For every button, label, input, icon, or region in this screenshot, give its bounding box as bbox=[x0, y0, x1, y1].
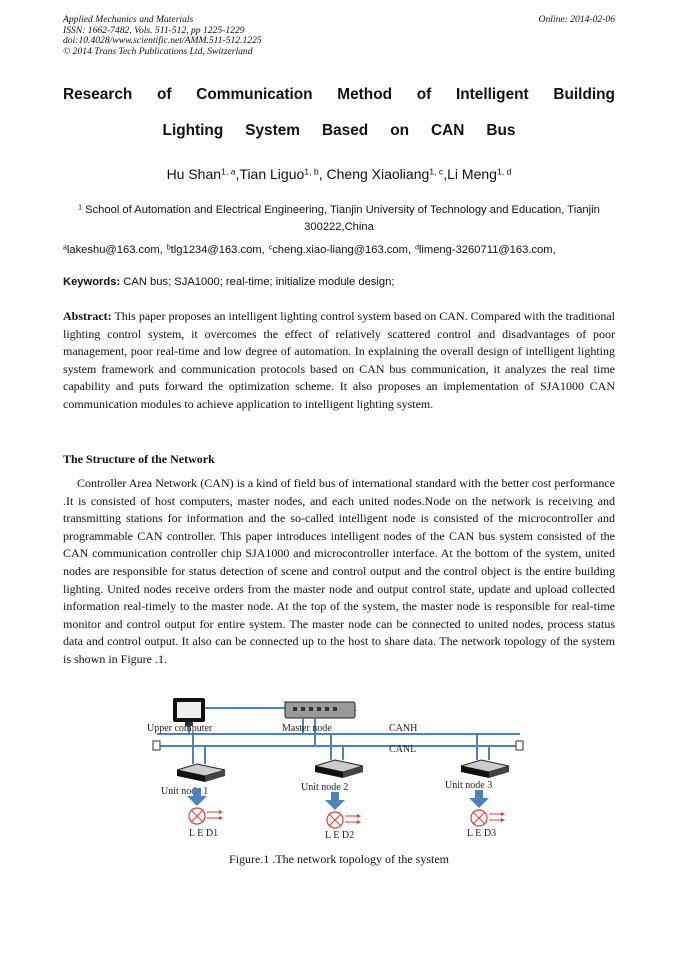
title-word: System bbox=[245, 122, 300, 139]
abstract: Abstract: This paper proposes an intelli… bbox=[63, 308, 615, 414]
right-terminator bbox=[515, 740, 524, 751]
email-marker: c bbox=[268, 244, 273, 252]
affiliation-text: School of Automation and Electrical Engi… bbox=[82, 204, 600, 233]
author-affiliation-marker: 1, c bbox=[429, 166, 444, 177]
author-separator: , bbox=[443, 166, 448, 182]
unit-node-2-icon bbox=[314, 759, 364, 778]
email-address: tlg1234@163.com, bbox=[170, 244, 265, 256]
title-word: on bbox=[390, 122, 410, 139]
led-3-icon bbox=[470, 809, 505, 827]
author-separator: , bbox=[235, 166, 240, 182]
unit3-arrow bbox=[469, 790, 489, 808]
abstract-label: Abstract: bbox=[63, 309, 112, 323]
unit-node-1-icon bbox=[176, 763, 226, 782]
unit1-arrow bbox=[187, 788, 207, 806]
upper-computer-icon bbox=[173, 698, 205, 726]
email-address: cheng.xiao-liang@163.com, bbox=[272, 244, 412, 256]
upper-computer-label: Upper computer bbox=[147, 723, 213, 734]
title-word: Building bbox=[553, 86, 615, 103]
author-name: Cheng Xiaoliang bbox=[326, 166, 430, 182]
unit-node-3-icon bbox=[460, 759, 510, 778]
title-word: Bus bbox=[486, 122, 516, 139]
email-list: alakeshu@163.com,btlg1234@163.com,ccheng… bbox=[63, 244, 615, 256]
email-address: lakeshu@163.com, bbox=[66, 244, 163, 256]
issn-line: ISSN: 1662-7482, Vols. 511-512, pp 1225-… bbox=[63, 24, 245, 36]
unit2-arrow bbox=[325, 792, 345, 810]
title-word: Lighting bbox=[162, 122, 224, 139]
led-2-icon bbox=[326, 811, 361, 829]
master-node-icon bbox=[283, 701, 357, 719]
title-word: Method bbox=[337, 86, 393, 103]
title-word: of bbox=[157, 86, 172, 103]
journal-name: Applied Mechanics and Materials bbox=[63, 14, 194, 25]
author-name: Li Meng bbox=[447, 166, 497, 182]
paper-title: Research of Communication Method of Intellige… bbox=[63, 86, 615, 158]
author-affiliation-marker: 1, d bbox=[496, 166, 512, 177]
section-paragraph: Controller Area Network (CAN) is a kind … bbox=[63, 476, 615, 666]
topology-diagram: Upper computer Master node CANH CANL Uni… bbox=[147, 698, 524, 841]
affiliation: 1 School of Automation and Electrical En… bbox=[63, 202, 615, 236]
keywords-label: Keywords: bbox=[63, 276, 121, 288]
title-line-1: Research of Communication Method of Intellige… bbox=[63, 86, 615, 122]
led-2-label: L E D2 bbox=[325, 830, 354, 841]
affiliation-marker: 1 bbox=[78, 204, 82, 212]
canl-label: CANL bbox=[389, 744, 416, 755]
email-item: dlimeng-3260711@163.com, bbox=[415, 244, 556, 256]
title-word: Communication bbox=[196, 86, 313, 103]
title-word: Based bbox=[322, 122, 369, 139]
author-separator: , bbox=[318, 166, 327, 182]
email-marker: a bbox=[63, 244, 67, 252]
figure-caption: Figure.1 .The network topology of the sy… bbox=[229, 852, 449, 866]
author-list: Hu Shan1, a,Tian Liguo1, b, Cheng Xiaoli… bbox=[0, 166, 678, 182]
abstract-text: This paper proposes an intelligent light… bbox=[63, 309, 615, 411]
keywords-text: CAN bus; SJA1000; real-time; initialize … bbox=[120, 276, 395, 288]
title-word: CAN bbox=[431, 122, 465, 139]
keywords: Keywords: CAN bus; SJA1000; real-time; i… bbox=[63, 276, 615, 288]
doi-line: doi:10.4028/www.scientific.net/AMM.511-5… bbox=[63, 35, 262, 47]
led-1-icon bbox=[188, 807, 223, 825]
author-name: Hu Shan bbox=[166, 166, 222, 182]
left-terminator bbox=[152, 740, 161, 751]
title-line-2: Lighting System Based on CAN Bus bbox=[63, 122, 615, 158]
email-marker: d bbox=[415, 244, 419, 252]
unit-node-1-label: Unit node 1 bbox=[161, 786, 208, 797]
led-1-label: L E D1 bbox=[189, 828, 218, 839]
email-item: alakeshu@163.com, bbox=[63, 244, 163, 256]
unit-node-2-label: Unit node 2 bbox=[301, 782, 348, 793]
online-date: Online: 2014-02-06 bbox=[538, 14, 615, 25]
canh-label: CANH bbox=[389, 723, 417, 734]
email-marker: b bbox=[166, 244, 171, 252]
led-3-label: L E D3 bbox=[467, 828, 496, 839]
master-node-label: Master node bbox=[282, 723, 332, 734]
section-heading: The Structure of the Network bbox=[63, 452, 215, 466]
author-affiliation-marker: 1, a bbox=[221, 166, 236, 177]
title-word: of bbox=[416, 86, 432, 103]
author-affiliation-marker: 1, b bbox=[304, 166, 319, 177]
author-name: Tian Liguo bbox=[239, 166, 305, 182]
journal-header: Applied Mechanics and Materials ISSN: 16… bbox=[63, 14, 615, 57]
email-item: btlg1234@163.com, bbox=[167, 244, 265, 256]
network-topology-figure: Upper computer Master node CANH CANL Uni… bbox=[145, 696, 530, 846]
email-item: ccheng.xiao-liang@163.com, bbox=[269, 244, 411, 256]
email-address: limeng-3260711@163.com, bbox=[418, 244, 556, 256]
title-word: Intelligent bbox=[455, 86, 529, 103]
copyright-line: © 2014 Trans Tech Publications Ltd, Swit… bbox=[63, 45, 253, 57]
unit-node-3-label: Unit node 3 bbox=[445, 780, 492, 791]
title-word: Research bbox=[63, 86, 133, 103]
